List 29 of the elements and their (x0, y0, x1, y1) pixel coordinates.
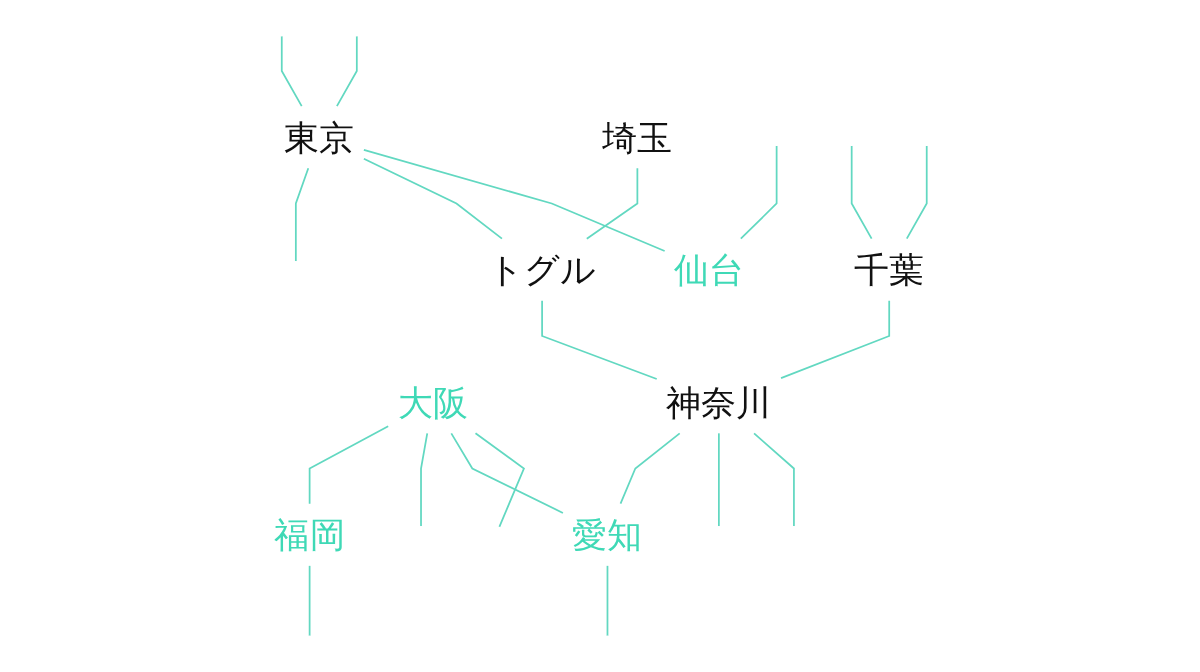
connector-line (541, 299, 658, 380)
connector-line (308, 564, 311, 638)
connector-line (420, 432, 429, 528)
connector-line (718, 432, 720, 528)
connector-line (363, 149, 666, 252)
node-label: 千葉 (854, 249, 925, 291)
connector-line (280, 34, 303, 108)
connector-line (450, 432, 564, 514)
connector-line (474, 432, 525, 529)
connector-line (850, 144, 873, 240)
connector-line (308, 425, 390, 505)
connector-line (753, 432, 795, 528)
node-label: 東京 (284, 116, 355, 158)
node-label: 埼玉 (602, 116, 673, 158)
connector-line (585, 167, 639, 240)
connector-line (905, 144, 928, 240)
connector-line (294, 167, 310, 263)
node-label: 仙台 (674, 249, 745, 291)
connector-line (619, 432, 681, 505)
node-label: 神奈川 (666, 381, 772, 423)
connector-line (739, 144, 778, 240)
connector-line (336, 34, 358, 108)
node-label: 愛知 (572, 514, 643, 556)
node-label: 大阪 (397, 381, 468, 423)
connector-line (780, 299, 891, 379)
connector-line (606, 564, 609, 638)
node-label: トグル (487, 249, 597, 291)
connector-line (363, 157, 503, 240)
node-label: 福岡 (274, 514, 345, 556)
